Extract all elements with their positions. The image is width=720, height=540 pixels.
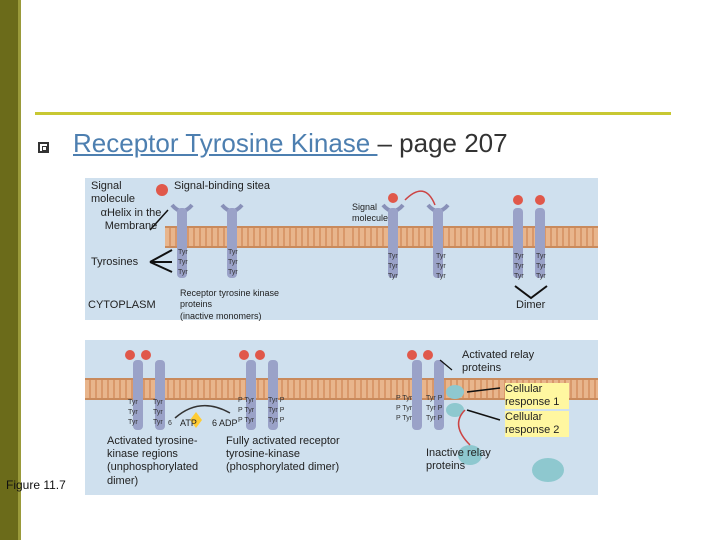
dimer-label: Dimer [516,299,546,311]
dimer-unphosphorylated [125,350,165,430]
receptor-monomer-1 [170,203,194,278]
inactive-relay-label: Inactive relay proteins [426,447,491,473]
relay-pointer [439,359,453,371]
receptor-monomer-2 [220,203,244,278]
atp-count-label: 6 [168,420,172,427]
cellular-response-2-label: Cellular response 2 [505,411,569,438]
left-accent-stripe [18,0,21,540]
receptor-tk-label: Receptor tyrosine kinase proteins [180,288,280,309]
signal-molecule-icon [156,184,168,196]
signal-binding-site-label: Signal-binding sitea [174,180,271,192]
title-link[interactable]: Receptor Tyrosine Kinase [73,128,378,158]
activated-regions-label: Activated tyrosine-kinase regions (unpho… [107,435,199,487]
response-arrow-2 [466,409,501,421]
helix-pointer [149,209,169,231]
adp-label: 6 ADP [212,418,238,428]
tyrosines-pointer [149,249,173,273]
cytoplasm-label: CYTOPLASM [88,299,156,311]
activation-arrow [457,409,471,446]
cellular-response-1-label: Cellular response 1 [505,383,569,410]
membrane-bottom-left [85,378,350,400]
phosphorylation-arrow [174,404,231,419]
bullet-icon [38,142,49,153]
signal-molecule-label-right: Signal molecule [352,202,389,223]
binding-arrow [404,190,436,206]
relay-protein-bound-2 [446,403,464,417]
panel-top-left [85,178,348,320]
fully-activated-label: Fully activated receptor tyrosine-kinase… [226,435,340,474]
panel-bottom-left [85,340,350,495]
response-arrow-1 [466,387,501,393]
inactive-relay-1 [458,445,482,465]
atp-label: ATP [180,418,197,428]
receptor-dimer-tr [513,195,545,278]
inactive-monomers-label: (inactive monomers) [180,311,262,321]
dimer-bottom-right [407,350,444,430]
alpha-helix-label: αHelix in the Membrane [100,207,162,233]
receptor-tr-1 [381,193,405,278]
tyrosines-label: Tyrosines [91,256,139,268]
dimer-bracket [514,285,548,300]
inactive-relay-2 [532,458,564,482]
relay-protein-bound-1 [446,385,464,399]
dimer-phosphorylated [239,350,278,430]
slide-title: Receptor Tyrosine Kinase – page 207 [73,128,508,159]
title-page-ref: – page 207 [377,128,508,158]
figure-label: Figure 11.7 [6,478,66,492]
signal-molecule-label: Signal molecule [91,180,136,206]
left-accent-bar [0,0,18,540]
atp-burst-icon [190,412,202,428]
title-rule [35,112,671,115]
membrane-top-left [165,226,348,248]
activated-relay-label: Activated relay proteins [462,349,535,375]
receptor-tr-2 [426,203,450,278]
